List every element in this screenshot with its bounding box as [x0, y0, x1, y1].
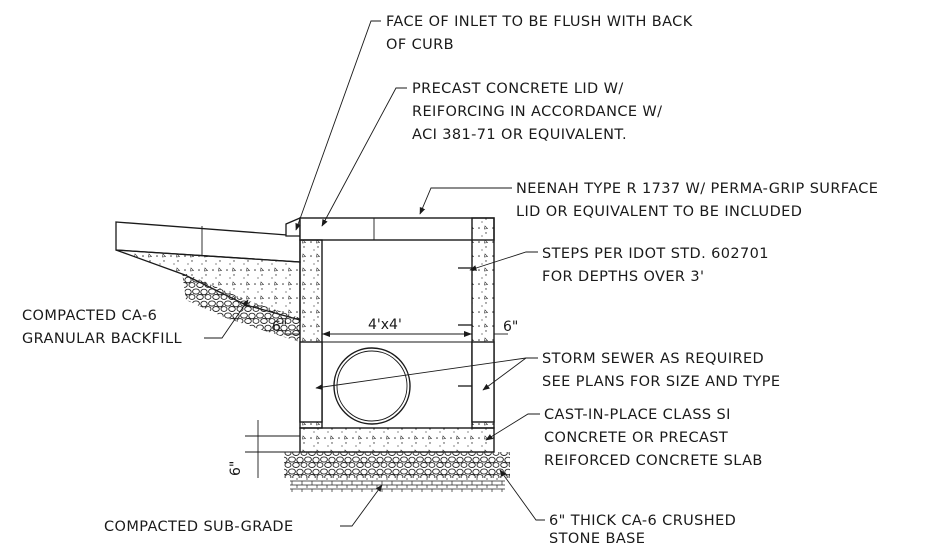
note-lid-line-1: PRECAST CONCRETE LID W/: [412, 81, 624, 97]
note-sewer-line-1: STORM SEWER AS REQUIRED: [542, 351, 764, 367]
note-subgrade: COMPACTED SUB-GRADE: [104, 519, 294, 535]
note-slab-line-3: REIFORCED CONCRETE SLAB: [544, 453, 763, 469]
stone-base: [284, 452, 510, 478]
dim-wall-left: 6": [272, 319, 287, 335]
base-slab: [299, 427, 495, 453]
subgrade: [290, 478, 505, 492]
leader-lines: [204, 20, 545, 527]
dimension-labels: 6" 6" 4'x4' 6": [228, 317, 518, 476]
dim-base-thickness: 6": [228, 461, 244, 476]
curb-and-lid: [285, 217, 495, 241]
note-lid-line-2: REIFORCING IN ACCORDANCE W/: [412, 104, 662, 120]
note-backfill-line-1: COMPACTED CA-6: [22, 308, 157, 324]
dimension-lines: [245, 331, 508, 478]
note-sewer-line-2: SEE PLANS FOR SIZE AND TYPE: [542, 374, 780, 390]
granular-backfill: [182, 272, 300, 342]
note-slab-line-1: CAST-IN-PLACE CLASS SI: [544, 407, 731, 423]
dim-wall-right: 6": [503, 319, 518, 335]
note-backfill-line-2: GRANULAR BACKFILL: [22, 331, 182, 347]
note-inlet-face-line-2: OF CURB: [386, 37, 454, 53]
note-steps-line-2: FOR DEPTHS OVER 3': [542, 269, 704, 285]
inlet-walls: [299, 217, 495, 429]
note-steps-line-1: STEPS PER IDOT STD. 602701: [542, 246, 769, 262]
dim-inside-size: 4'x4': [368, 317, 402, 333]
storm-sewer-pipe: [333, 347, 411, 425]
note-slab-line-2: CONCRETE OR PRECAST: [544, 430, 728, 446]
note-stone-base-line-1: 6" THICK CA-6 CRUSHED: [549, 513, 736, 529]
note-neenah-line-2: LID OR EQUIVALENT TO BE INCLUDED: [516, 204, 802, 220]
steps: [458, 267, 472, 387]
note-lid-line-3: ACI 381-71 OR EQUIVALENT.: [412, 127, 627, 143]
note-stone-base-line-2: STONE BASE: [549, 531, 645, 547]
notes: FACE OF INLET TO BE FLUSH WITH BACK OF C…: [22, 14, 878, 547]
note-inlet-face-line-1: FACE OF INLET TO BE FLUSH WITH BACK: [386, 14, 693, 30]
note-neenah-line-1: NEENAH TYPE R 1737 W/ PERMA-GRIP SURFACE: [516, 181, 878, 197]
